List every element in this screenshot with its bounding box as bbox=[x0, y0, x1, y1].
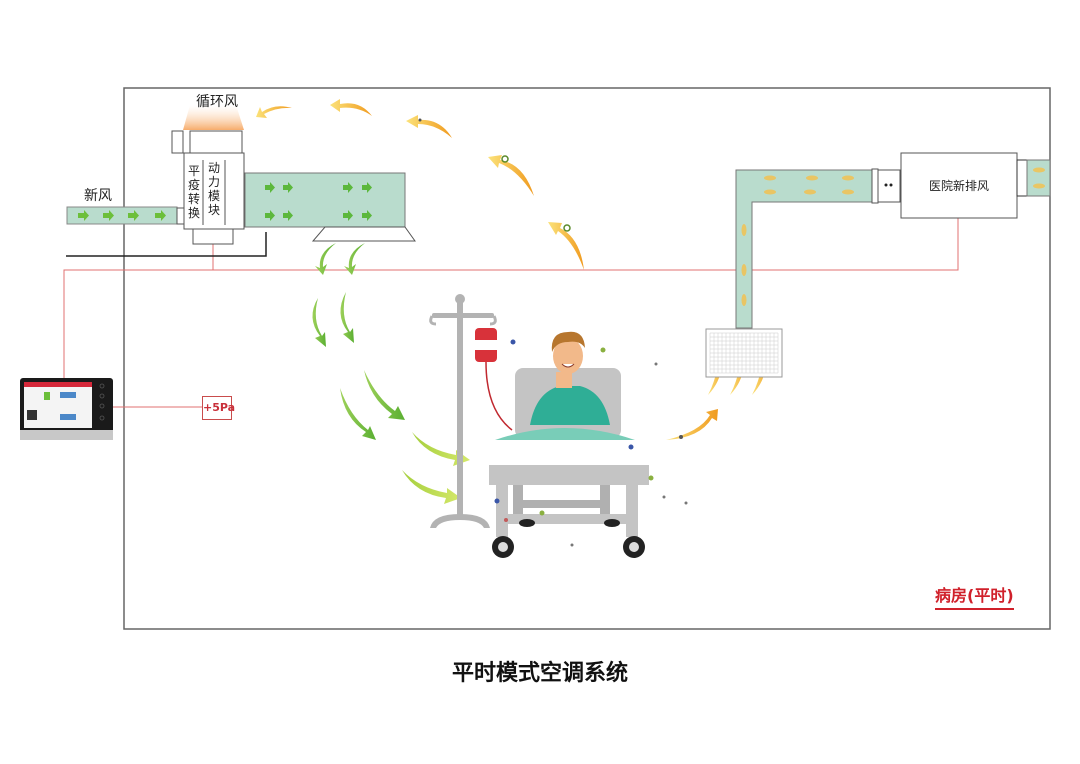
supply-airflow-arrows-light bbox=[402, 432, 470, 504]
recirculation-intake: 循环风 bbox=[183, 94, 244, 130]
iv-drip-stand-icon bbox=[429, 294, 513, 528]
ward-room-border bbox=[123, 87, 1051, 630]
air-handling-unit: 平疫转换 动力模块 bbox=[171, 130, 245, 245]
touchscreen-panel-icon[interactable] bbox=[20, 378, 113, 440]
power-module-label: 动力模块 bbox=[208, 161, 220, 217]
recirculation-air-label: 循环风 bbox=[196, 94, 238, 110]
exhaust-fan-unit: 医院新排风 bbox=[900, 152, 1051, 219]
diagram-title: 平时模式空调系统 bbox=[451, 661, 628, 686]
conversion-unit-label: 平疫转换 bbox=[188, 164, 200, 220]
exhaust-unit-label: 医院新排风 bbox=[929, 178, 989, 193]
fresh-air-arrows bbox=[78, 210, 166, 221]
patient-in-bed-icon bbox=[489, 331, 649, 558]
airborne-particles bbox=[418, 118, 688, 547]
recirculation-airflow-arrows bbox=[256, 99, 584, 270]
fresh-air-label: 新风 bbox=[84, 188, 112, 204]
supply-airflow-arrows bbox=[312, 243, 405, 440]
room-label: 病房(平时) bbox=[935, 582, 1014, 610]
drain-pipe bbox=[66, 232, 267, 257]
pressure-indicator: +5Pa bbox=[202, 396, 235, 420]
exhaust-grille-icon bbox=[705, 328, 783, 378]
supply-duct bbox=[244, 172, 416, 242]
control-wiring bbox=[63, 218, 959, 408]
supply-duct-arrows bbox=[265, 182, 372, 221]
exhaust-duct bbox=[735, 168, 901, 329]
supply-diffuser-icon bbox=[311, 226, 416, 242]
fresh-air-duct: 新风 bbox=[66, 188, 178, 225]
